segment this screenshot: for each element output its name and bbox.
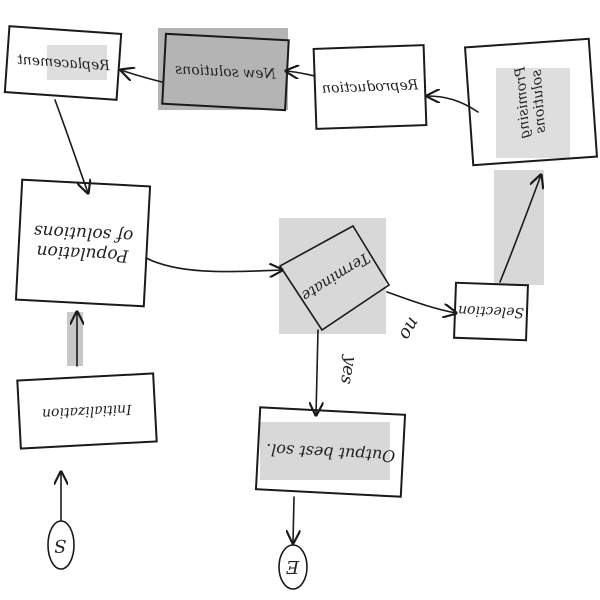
replacement-label: Replacement <box>16 51 110 75</box>
terminate-diamond <box>278 224 391 332</box>
initialization-label: Initialization <box>41 400 133 422</box>
replacement-box: Replacement <box>3 25 123 101</box>
promising-solutions-box: Promising solutions <box>463 37 599 167</box>
population-of-solutions-label: Population of solutions <box>33 221 134 266</box>
end-circle <box>278 544 308 590</box>
promising-solutions-label: Promising solutions <box>512 66 550 140</box>
reproduction-box: Reproduction <box>312 44 428 130</box>
highlight-init-arrow <box>67 312 83 366</box>
selection-box: Selection <box>453 281 529 342</box>
start-label: S <box>54 535 67 556</box>
selection-label: Selection <box>457 302 525 321</box>
output-best-sol-label: Output best sol. <box>265 439 396 466</box>
highlight-replacement <box>47 45 107 80</box>
arrow-promising-to-reproduction <box>427 96 479 113</box>
highlight-promising <box>496 68 570 158</box>
output-best-sol-box: Output best sol. <box>254 406 407 498</box>
new-solutions-label: New solutions <box>174 61 277 83</box>
new-solutions-box: New solutions <box>161 32 290 112</box>
start-circle <box>47 520 75 570</box>
arrow-population-to-terminate <box>145 257 282 272</box>
arrow-new-solutions-to-replacement <box>121 70 163 83</box>
reproduction-label: Reproduction <box>321 77 419 97</box>
arrow-terminate-to-selection <box>386 291 456 313</box>
arrow-replacement-to-population <box>54 99 88 193</box>
population-of-solutions-box: Population of solutions <box>14 178 152 308</box>
arrow-terminate-to-output <box>316 329 318 415</box>
highlight-output <box>260 422 390 480</box>
arrow-output-to-end <box>293 496 294 543</box>
arrow-reproduction-to-new-solutions <box>286 71 316 76</box>
highlight-new-solutions <box>158 28 288 110</box>
initialization-box: Initialization <box>16 372 158 450</box>
end-label: E <box>286 556 300 577</box>
arrow-selection-to-promising <box>499 175 541 283</box>
